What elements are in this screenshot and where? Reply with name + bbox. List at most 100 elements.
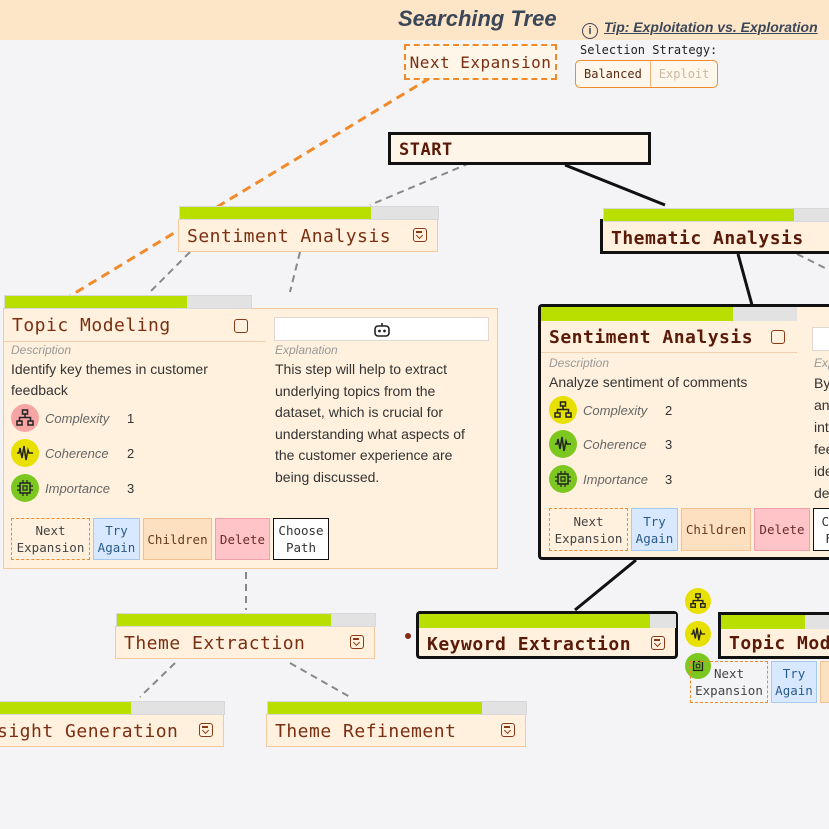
node-insight-generation[interactable]: sight Generation	[0, 701, 225, 747]
node-keyword-extraction[interactable]: Keyword Extraction	[416, 611, 678, 659]
start-node[interactable]: START	[388, 132, 651, 165]
divider	[541, 352, 797, 353]
explanation-line: By	[814, 375, 829, 391]
info-icon: i	[582, 23, 598, 39]
tip-link[interactable]: i Tip: Exploitation vs. Exploration	[582, 19, 818, 39]
progress-fill	[268, 702, 483, 714]
explanation-label: Explanation	[275, 343, 338, 357]
node-label: Sentiment Analysis	[187, 226, 392, 247]
tip-text: Tip: Exploitation vs. Exploration	[604, 19, 818, 35]
topic-modeling-card[interactable]: Topic Modeling Description Identify key …	[3, 295, 498, 569]
explanation-header	[812, 327, 829, 351]
metric-value: 1	[127, 410, 135, 426]
explanation-line: int	[814, 419, 829, 435]
choose-path-button[interactable]: Choose Path	[273, 518, 329, 560]
children-button[interactable]: Children	[681, 508, 751, 551]
card-title: Topic Modeling	[12, 315, 171, 336]
try-again-button[interactable]: Try Again	[771, 661, 817, 703]
progress-bar	[116, 613, 376, 627]
explanation-text: This step will help to extract underlyin…	[275, 361, 465, 485]
node-label: Topic Mod	[729, 633, 829, 654]
description-label: Description	[11, 343, 72, 357]
delete-button[interactable]: Delete	[754, 508, 810, 551]
metric-name: Importance	[45, 480, 111, 496]
wave-icon	[11, 439, 39, 467]
edge-sentiment-left-child-b	[289, 251, 301, 293]
edge-start-thematic	[564, 163, 666, 207]
header-bar	[0, 0, 829, 40]
metric-name: Coherence	[45, 445, 109, 461]
progress-fill	[419, 614, 651, 628]
metric-value: 3	[127, 480, 135, 496]
dropdown-icon[interactable]	[350, 635, 364, 649]
strategy-exploit-option[interactable]: Exploit	[658, 67, 710, 81]
node-thematic-analysis[interactable]: Thematic Analysis	[600, 208, 829, 254]
hierarchy-icon	[11, 404, 39, 432]
explanation-line: ide	[814, 463, 829, 479]
edge-theme-insight	[139, 662, 176, 698]
try-again-button[interactable]: Try Again	[631, 508, 678, 551]
strategy-balanced-option[interactable]: Balanced	[576, 61, 651, 87]
dropdown-icon[interactable]	[651, 636, 665, 650]
dropdown-icon[interactable]	[199, 723, 213, 737]
progress-bar	[541, 307, 797, 321]
progress-bar	[721, 615, 829, 629]
dropdown-icon[interactable]	[501, 723, 515, 737]
edge-start-sentiment-left	[369, 162, 471, 206]
next-expansion-button[interactable]: Next Expansion	[549, 508, 628, 551]
try-again-button[interactable]: Try Again	[93, 518, 140, 560]
explanation-line: an	[814, 397, 829, 413]
children-button[interactable]	[820, 661, 829, 703]
description-text: Analyze sentiment of comments	[549, 374, 748, 390]
robot-icon	[374, 323, 390, 337]
chip-icon	[549, 465, 577, 493]
dropdown-icon[interactable]	[413, 228, 427, 242]
explanation-line: fee	[814, 441, 829, 457]
progress-bar	[0, 701, 225, 715]
card-header	[4, 309, 266, 342]
sentiment-analysis-card[interactable]: Sentiment Analysis Description Analyze s…	[538, 304, 829, 560]
dropdown-icon[interactable]	[771, 330, 785, 344]
node-sentiment-analysis[interactable]: Sentiment Analysis	[178, 206, 439, 252]
edge-sentiment-keyword	[574, 558, 637, 612]
node-label: Keyword Extraction	[427, 634, 632, 655]
children-button[interactable]: Children	[143, 518, 212, 560]
progress-fill	[180, 207, 371, 219]
card-title: Sentiment Analysis	[549, 327, 754, 348]
progress-fill	[721, 615, 805, 629]
selection-strategy-toggle: Balanced Exploit	[575, 60, 719, 88]
explanation-label: Exp	[814, 356, 829, 370]
metric-name: Complexity	[583, 402, 648, 418]
choose-path-button[interactable]: Ch F	[813, 508, 829, 551]
node-label: Theme Extraction	[124, 633, 306, 654]
progress-bar	[4, 295, 252, 309]
page-title: Searching Tree	[398, 6, 557, 31]
metric-value: 3	[665, 471, 673, 487]
wave-icon	[549, 430, 577, 458]
next-expansion-marker[interactable]: Next Expansion	[404, 44, 557, 80]
explanation-line: de	[814, 485, 829, 501]
node-theme-extraction[interactable]: Theme Extraction	[115, 613, 376, 659]
next-expansion-button[interactable]: Next Expansion	[690, 661, 768, 703]
metric-name: Coherence	[583, 436, 647, 452]
progress-bar	[179, 206, 439, 220]
node-label: sight Generation	[0, 721, 179, 742]
edge-thematic-right	[796, 253, 829, 271]
node-label: Theme Refinement	[275, 721, 457, 742]
delete-button[interactable]: Delete	[215, 518, 270, 560]
metric-importance: Importance 3	[549, 465, 672, 493]
explanation-header	[274, 317, 489, 341]
progress-fill	[5, 296, 188, 308]
node-topic-modeling-right[interactable]: Topic Mod	[718, 612, 829, 659]
next-expansion-button[interactable]: Next Expansion	[11, 518, 90, 560]
node-theme-refinement[interactable]: Theme Refinement	[266, 701, 527, 747]
metric-importance: Importance 3	[11, 474, 134, 502]
dropdown-icon[interactable]	[234, 319, 248, 333]
progress-fill	[117, 614, 332, 626]
chip-icon	[11, 474, 39, 502]
metric-name: Importance	[583, 471, 649, 487]
